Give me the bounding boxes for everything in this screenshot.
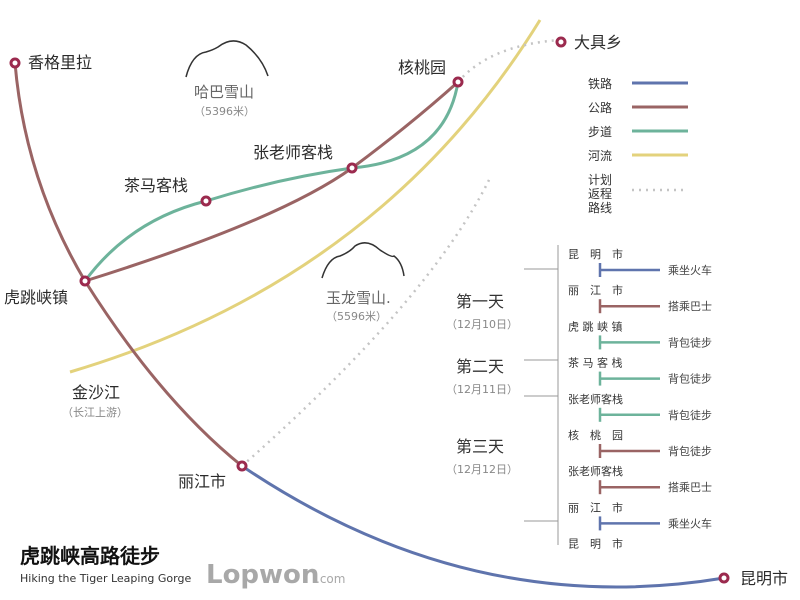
label-daju: 大具乡 bbox=[574, 33, 622, 52]
label-yulong-mountain: 玉龙雪山. bbox=[326, 289, 391, 307]
legend-planned-label-1: 计划 bbox=[588, 173, 612, 187]
node-hutiaoxia[interactable] bbox=[79, 275, 91, 287]
label-tea-horse: 茶马客栈 bbox=[124, 176, 188, 195]
itinerary-leg-mode-1: 搭乘巴士 bbox=[668, 300, 712, 313]
node-daju[interactable] bbox=[555, 36, 567, 48]
railway-line bbox=[241, 464, 725, 589]
legend-trail-label: 步道 bbox=[588, 125, 612, 139]
haba-mountain-icon bbox=[185, 40, 269, 78]
label-haba-height: （5396米） bbox=[194, 105, 255, 118]
day-3-label: 第三天 bbox=[456, 437, 504, 456]
lopwon-logo: Lopwon bbox=[206, 560, 319, 590]
node-shangrila[interactable] bbox=[9, 57, 21, 69]
yulong-mountain-icon bbox=[321, 242, 405, 279]
itinerary-leg-mode-3: 背包徒步 bbox=[668, 372, 712, 386]
legend: 铁路 公路 步道 河流 计划 返程 路线 bbox=[588, 76, 688, 215]
node-kunming[interactable] bbox=[718, 572, 730, 584]
itinerary: 第一天 （12月10日） 第二天 （12月11日） 第三天 （12月12日） 昆… bbox=[446, 245, 712, 551]
itinerary-leg-mode-0: 乘坐火车 bbox=[668, 263, 712, 277]
itinerary-station-8: 昆 明 市 bbox=[568, 537, 623, 551]
itinerary-station-6: 张老师客栈 bbox=[568, 464, 623, 478]
itinerary-station-1: 丽 江 市 bbox=[568, 283, 623, 297]
day-1-date: （12月10日） bbox=[446, 318, 518, 331]
label-hutiaoxia: 虎跳峡镇 bbox=[4, 288, 68, 307]
node-markers bbox=[9, 36, 730, 584]
itinerary-leg-mode-2: 背包徒步 bbox=[668, 335, 712, 349]
page-title: 虎跳峡高路徒步 bbox=[20, 544, 160, 568]
road-hutiaoxia-walnut bbox=[84, 80, 460, 283]
day-3-date: （12月12日） bbox=[446, 463, 518, 476]
node-walnut-garden[interactable] bbox=[452, 76, 464, 88]
day-2-label: 第二天 bbox=[456, 357, 504, 376]
legend-river-label: 河流 bbox=[588, 149, 612, 163]
label-kunming: 昆明市 bbox=[740, 569, 788, 588]
road-shangrila-lijiang bbox=[13, 62, 243, 468]
itinerary-station-3: 茶 马 客 栈 bbox=[568, 356, 623, 370]
itinerary-station-5: 核 桃 园 bbox=[568, 428, 623, 442]
label-yulong-height: （5596米） bbox=[326, 310, 387, 323]
itinerary-station-7: 丽 江 市 bbox=[568, 500, 623, 514]
node-tea-horse[interactable] bbox=[200, 195, 212, 207]
itinerary-leg-mode-7: 乘坐火车 bbox=[668, 516, 712, 530]
itinerary-station-2: 虎 跳 峡 镇 bbox=[568, 319, 623, 333]
label-jinsha-river: 金沙江 bbox=[72, 383, 120, 402]
jinsha-river-line bbox=[69, 19, 542, 374]
day-1-label: 第一天 bbox=[456, 292, 504, 311]
label-shangrila: 香格里拉 bbox=[28, 53, 92, 72]
itinerary-station-0: 昆 明 市 bbox=[568, 247, 623, 261]
node-lijiang[interactable] bbox=[236, 460, 248, 472]
label-lijiang: 丽江市 bbox=[178, 472, 226, 491]
day-2-date: （12月11日） bbox=[446, 383, 518, 396]
itinerary-leg-mode-5: 背包徒步 bbox=[668, 444, 712, 458]
itinerary-station-4: 张老师客栈 bbox=[568, 392, 623, 406]
planned-route-line-upper bbox=[457, 38, 561, 83]
label-teacher-zhang: 张老师客栈 bbox=[253, 143, 333, 162]
label-walnut-garden: 核桃园 bbox=[398, 58, 446, 77]
label-jinsha-note: （长江上游） bbox=[62, 406, 128, 419]
legend-rail-label: 铁路 bbox=[588, 76, 612, 91]
lopwon-logo-suffix: .com bbox=[316, 572, 345, 586]
trail-zhang-walnut bbox=[351, 81, 460, 170]
legend-planned-label-3: 路线 bbox=[588, 200, 612, 215]
itinerary-leg-mode-4: 背包徒步 bbox=[668, 408, 712, 422]
itinerary-leg-mode-6: 搭乘巴士 bbox=[668, 481, 712, 494]
label-haba-mountain: 哈巴雪山 bbox=[194, 83, 254, 101]
planned-route-line bbox=[241, 177, 492, 467]
page-subtitle: Hiking the Tiger Leaping Gorge bbox=[20, 572, 191, 585]
node-teacher-zhang[interactable] bbox=[346, 162, 358, 174]
legend-planned-label-2: 返程 bbox=[588, 186, 612, 201]
legend-road-label: 公路 bbox=[588, 100, 612, 115]
